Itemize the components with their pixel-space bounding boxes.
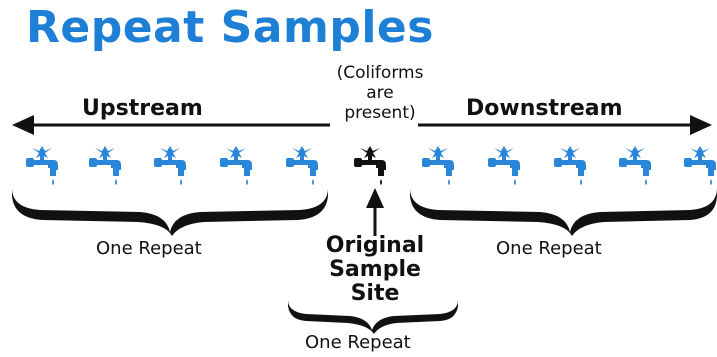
downstream-arrowhead bbox=[690, 115, 712, 135]
site-line: Sample bbox=[329, 257, 421, 282]
original-faucet bbox=[354, 146, 386, 185]
upstream-arrowhead bbox=[12, 115, 34, 135]
bottom-brace bbox=[288, 300, 458, 334]
note-line: (Coliforms bbox=[336, 63, 424, 83]
repeat-left-label: One Repeat bbox=[96, 238, 202, 259]
note-line: present) bbox=[344, 103, 416, 123]
faucet-icon bbox=[554, 146, 586, 185]
faucet-icon bbox=[488, 146, 520, 185]
page-title: Repeat Samples bbox=[26, 2, 434, 53]
upstream-faucets bbox=[26, 146, 318, 185]
faucet-icon bbox=[422, 146, 454, 185]
site-line: Original bbox=[325, 233, 425, 258]
faucet-icon bbox=[286, 146, 318, 185]
downstream-faucets bbox=[422, 146, 716, 185]
faucet-icon bbox=[220, 146, 252, 185]
site-arrowhead bbox=[366, 188, 384, 208]
coliforms-note: (Coliforms are present) bbox=[300, 63, 460, 123]
faucet-icon bbox=[684, 146, 716, 185]
faucet-icon bbox=[154, 146, 186, 185]
original-sample-site-label: Original Sample Site bbox=[290, 234, 460, 306]
repeat-bottom-label: One Repeat bbox=[305, 332, 411, 353]
repeat-right-label: One Repeat bbox=[496, 238, 602, 259]
downstream-brace bbox=[410, 188, 717, 236]
upstream-brace bbox=[12, 188, 328, 236]
note-line: are bbox=[366, 83, 394, 103]
downstream-label: Downstream bbox=[466, 96, 623, 121]
faucet-icon bbox=[619, 146, 651, 185]
faucet-icon bbox=[354, 146, 386, 185]
faucet-icon bbox=[89, 146, 121, 185]
site-line: Site bbox=[350, 281, 400, 306]
upstream-label: Upstream bbox=[82, 96, 203, 121]
faucet-icon bbox=[26, 146, 58, 185]
